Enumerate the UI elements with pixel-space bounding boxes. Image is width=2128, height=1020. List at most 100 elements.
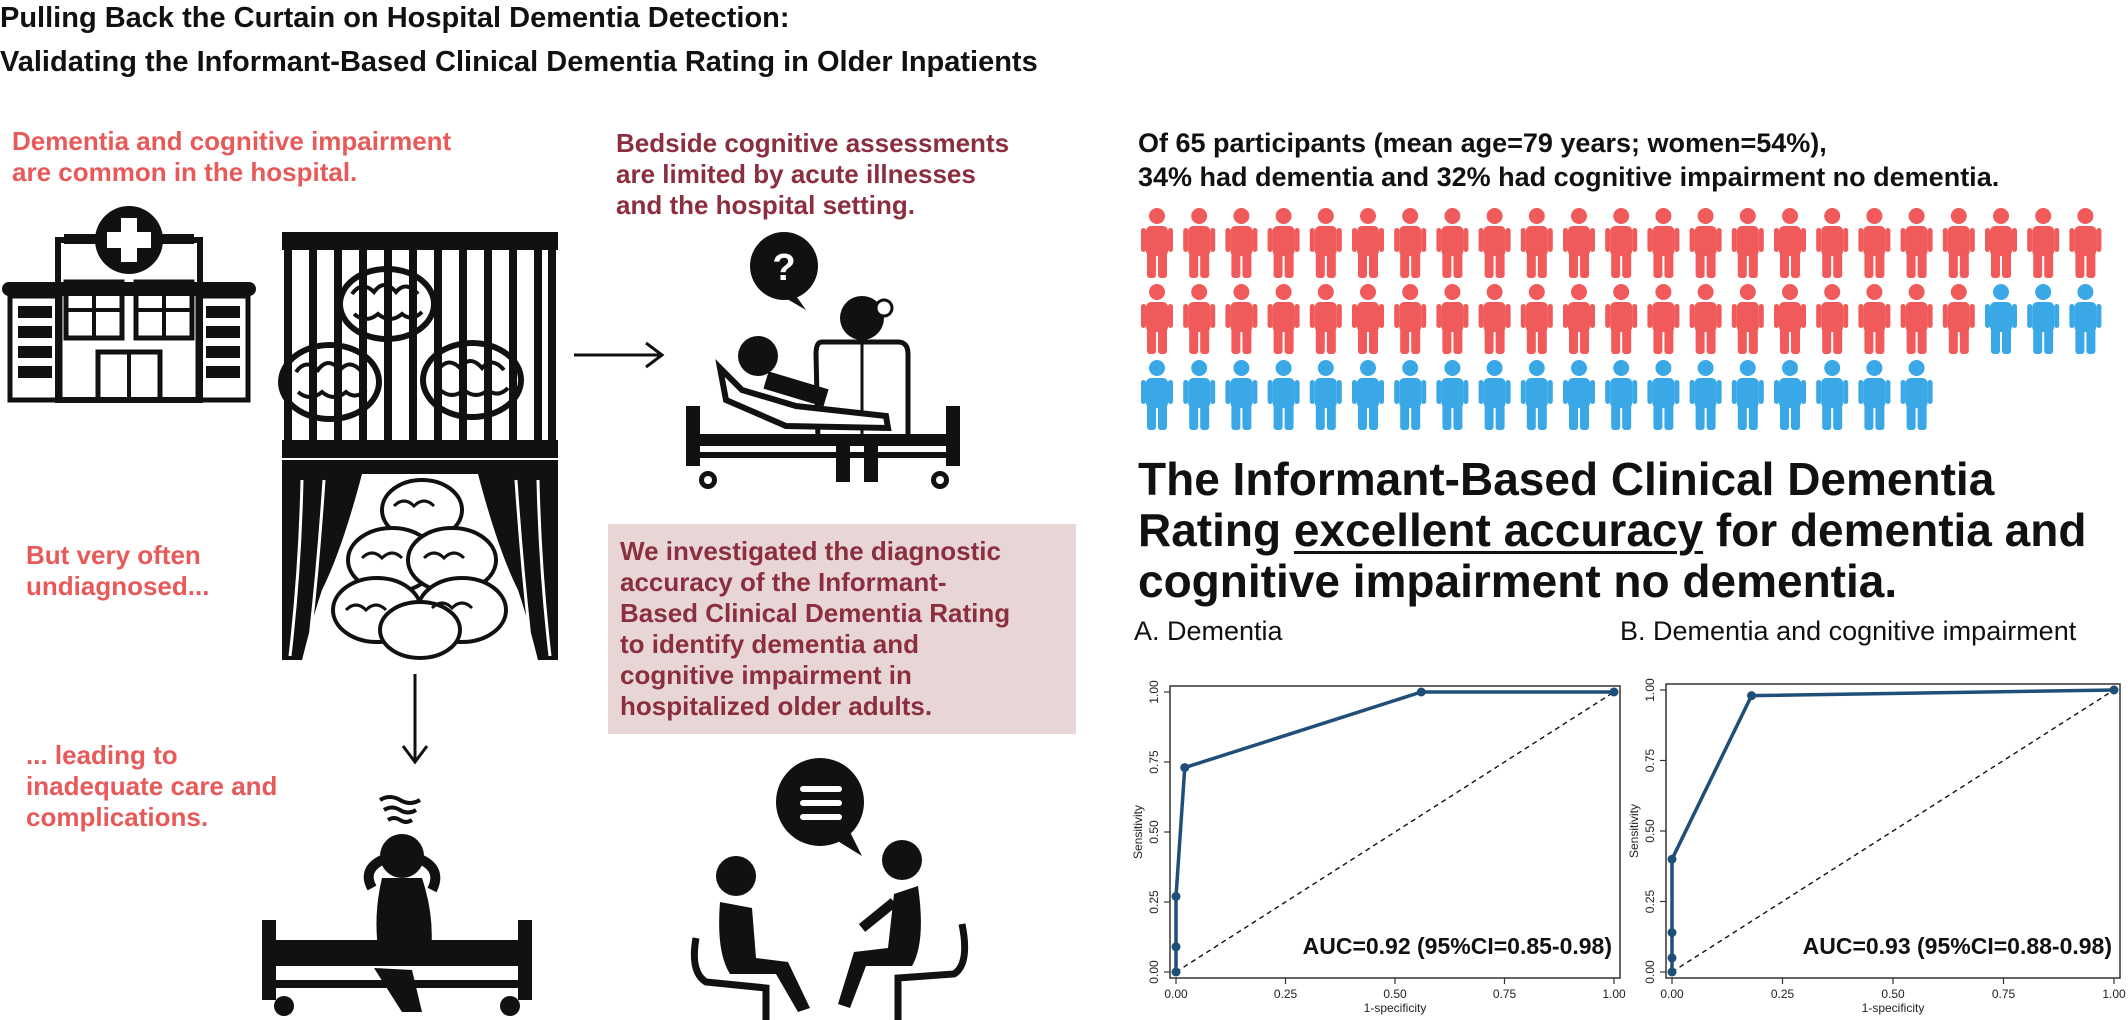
participant-icon-blue	[1309, 360, 1342, 430]
x-tick-label: 0.00	[1660, 987, 1684, 1001]
participant-icon-red	[1858, 284, 1891, 354]
participant-icon-blue	[1731, 360, 1764, 430]
roc-chart-dementia: 0.000.000.250.250.500.500.750.751.001.00…	[1131, 680, 1626, 1015]
x-tick-label: 0.50	[1881, 987, 1905, 1001]
consequence-line: inadequate care and	[26, 771, 278, 801]
curtained-brains-icon	[282, 460, 558, 660]
caged-brains-icon	[278, 232, 558, 458]
roc-point	[1171, 967, 1181, 977]
bedside-assessment-icon: ?	[686, 232, 960, 489]
reference-diagonal	[1671, 689, 2115, 973]
participant-icon-red	[1774, 284, 1806, 354]
participant-icon-blue	[1183, 360, 1216, 430]
y-tick-label: 0.25	[1643, 889, 1657, 913]
participant-icon-red	[1605, 208, 1638, 278]
roc-point	[1171, 891, 1181, 901]
y-tick-label: 0.00	[1147, 960, 1161, 984]
participant-icon-blue	[1520, 360, 1553, 430]
participant-icon-blue	[1478, 360, 1511, 430]
title-line-2: Validating the Informant-Based Clinical …	[0, 46, 1038, 78]
consequence-line: complications.	[26, 802, 209, 832]
participant-icon-blue	[1689, 360, 1722, 430]
hospital-icon	[2, 206, 256, 403]
study-aim-line: cognitive impairment in	[620, 660, 912, 690]
participant-icon-red	[1647, 284, 1680, 354]
participant-icon-red	[1605, 284, 1638, 354]
participant-icon-blue	[1816, 360, 1849, 430]
participants-line: 34% had dementia and 32% had cognitive i…	[1138, 162, 2000, 192]
title-line-1: Pulling Back the Curtain on Hospital Dem…	[0, 2, 790, 34]
participant-icon-blue	[2027, 284, 2060, 354]
consequence-text: ... leading to inadequate care and compl…	[26, 740, 277, 833]
x-tick-label: 0.75	[1493, 987, 1517, 1001]
informant-interview-icon	[690, 758, 969, 1020]
bedside-text: Bedside cognitive assessments are limite…	[616, 128, 1009, 221]
undiagnosed-line: undiagnosed...	[26, 571, 210, 601]
participant-icon-red	[1816, 208, 1849, 278]
participant-icon-red	[1520, 208, 1553, 278]
roc-point	[1667, 928, 1677, 938]
study-aim-line: hospitalized older adults.	[620, 691, 933, 721]
headline: The Informant-Based Clinical Dementia Ra…	[1138, 454, 2086, 607]
arrow-down-icon	[401, 674, 429, 765]
participants-text: Of 65 participants (mean age=79 years; w…	[1138, 126, 1999, 194]
participant-icon-red	[1689, 208, 1722, 278]
x-axis-label: 1-specificity	[1364, 1001, 1427, 1015]
roc-point	[1171, 942, 1181, 952]
participant-icon-blue	[1647, 360, 1680, 430]
consequence-line: ... leading to	[26, 740, 178, 770]
y-tick-label: 1.00	[1147, 680, 1161, 704]
participant-icon-red	[1816, 284, 1849, 354]
participant-icon-red	[1942, 208, 1975, 278]
participant-icon-red	[1731, 208, 1764, 278]
roc-point	[1667, 953, 1677, 963]
roc-chart-cognitive-impairment: 0.000.000.250.250.500.500.750.751.001.00…	[1627, 678, 2126, 1015]
headline-line: Rating excellent accuracy for dementia a…	[1138, 505, 2086, 556]
x-tick-label: 0.50	[1383, 987, 1407, 1001]
auc-annotation: AUC=0.93 (95%CI=0.88-0.98)	[1803, 933, 2112, 959]
participant-icon-blue	[1225, 360, 1258, 430]
participant-icon-red	[1563, 208, 1595, 278]
participant-icon-red	[1731, 284, 1764, 354]
participant-icon-blue	[1605, 360, 1638, 430]
headline-line: The Informant-Based Clinical Dementia	[1138, 453, 1995, 505]
participant-icon-red	[1563, 284, 1595, 354]
participant-icon-red	[1309, 208, 1342, 278]
distressed-patient-icon	[262, 795, 532, 1016]
participant-icon-blue	[1267, 360, 1300, 430]
participant-icon-red	[1394, 208, 1427, 278]
participant-icon-red	[2027, 208, 2060, 278]
participant-icon-blue	[1436, 360, 1469, 430]
study-aim-line: Based Clinical Dementia Rating	[620, 598, 1011, 628]
participant-icon-red	[1267, 284, 1300, 354]
participant-icon-blue	[1141, 360, 1173, 430]
participant-icon-red	[1394, 284, 1427, 354]
participant-icon-blue	[2069, 284, 2102, 354]
common-text: Dementia and cognitive impairment are co…	[12, 126, 451, 188]
participant-icon-red	[1689, 284, 1722, 354]
x-tick-label: 0.00	[1164, 987, 1188, 1001]
common-text-line: are common in the hospital.	[12, 157, 358, 187]
roc-point	[1667, 967, 1677, 977]
y-axis-label: Sensitivity	[1131, 805, 1145, 859]
chart-b-title: B. Dementia and cognitive impairment	[1620, 616, 2077, 646]
x-tick-label: 1.00	[1602, 987, 1626, 1001]
y-tick-label: 1.00	[1643, 678, 1657, 702]
participant-icon-blue	[1774, 360, 1806, 430]
headline-text: Rating	[1138, 504, 1294, 556]
x-tick-label: 0.25	[1274, 987, 1298, 1001]
headline-line: cognitive impairment no dementia.	[1138, 555, 1898, 607]
reference-diagonal	[1175, 691, 1615, 973]
participant-icon-red	[1141, 208, 1173, 278]
headline-emphasis: excellent accuracy	[1293, 504, 1704, 556]
participant-icon-red	[1942, 284, 1975, 354]
headline-text: for dementia and	[1703, 504, 2087, 556]
y-tick-label: 0.25	[1147, 890, 1161, 914]
participant-icon-red	[1436, 284, 1469, 354]
roc-point	[2109, 685, 2119, 695]
x-tick-label: 0.75	[1992, 987, 2016, 1001]
undiagnosed-text: But very often undiagnosed...	[26, 540, 209, 602]
participant-icon-red	[1647, 208, 1680, 278]
participant-icon-red	[1900, 208, 1933, 278]
auc-annotation: AUC=0.92 (95%CI=0.85-0.98)	[1303, 933, 1612, 959]
